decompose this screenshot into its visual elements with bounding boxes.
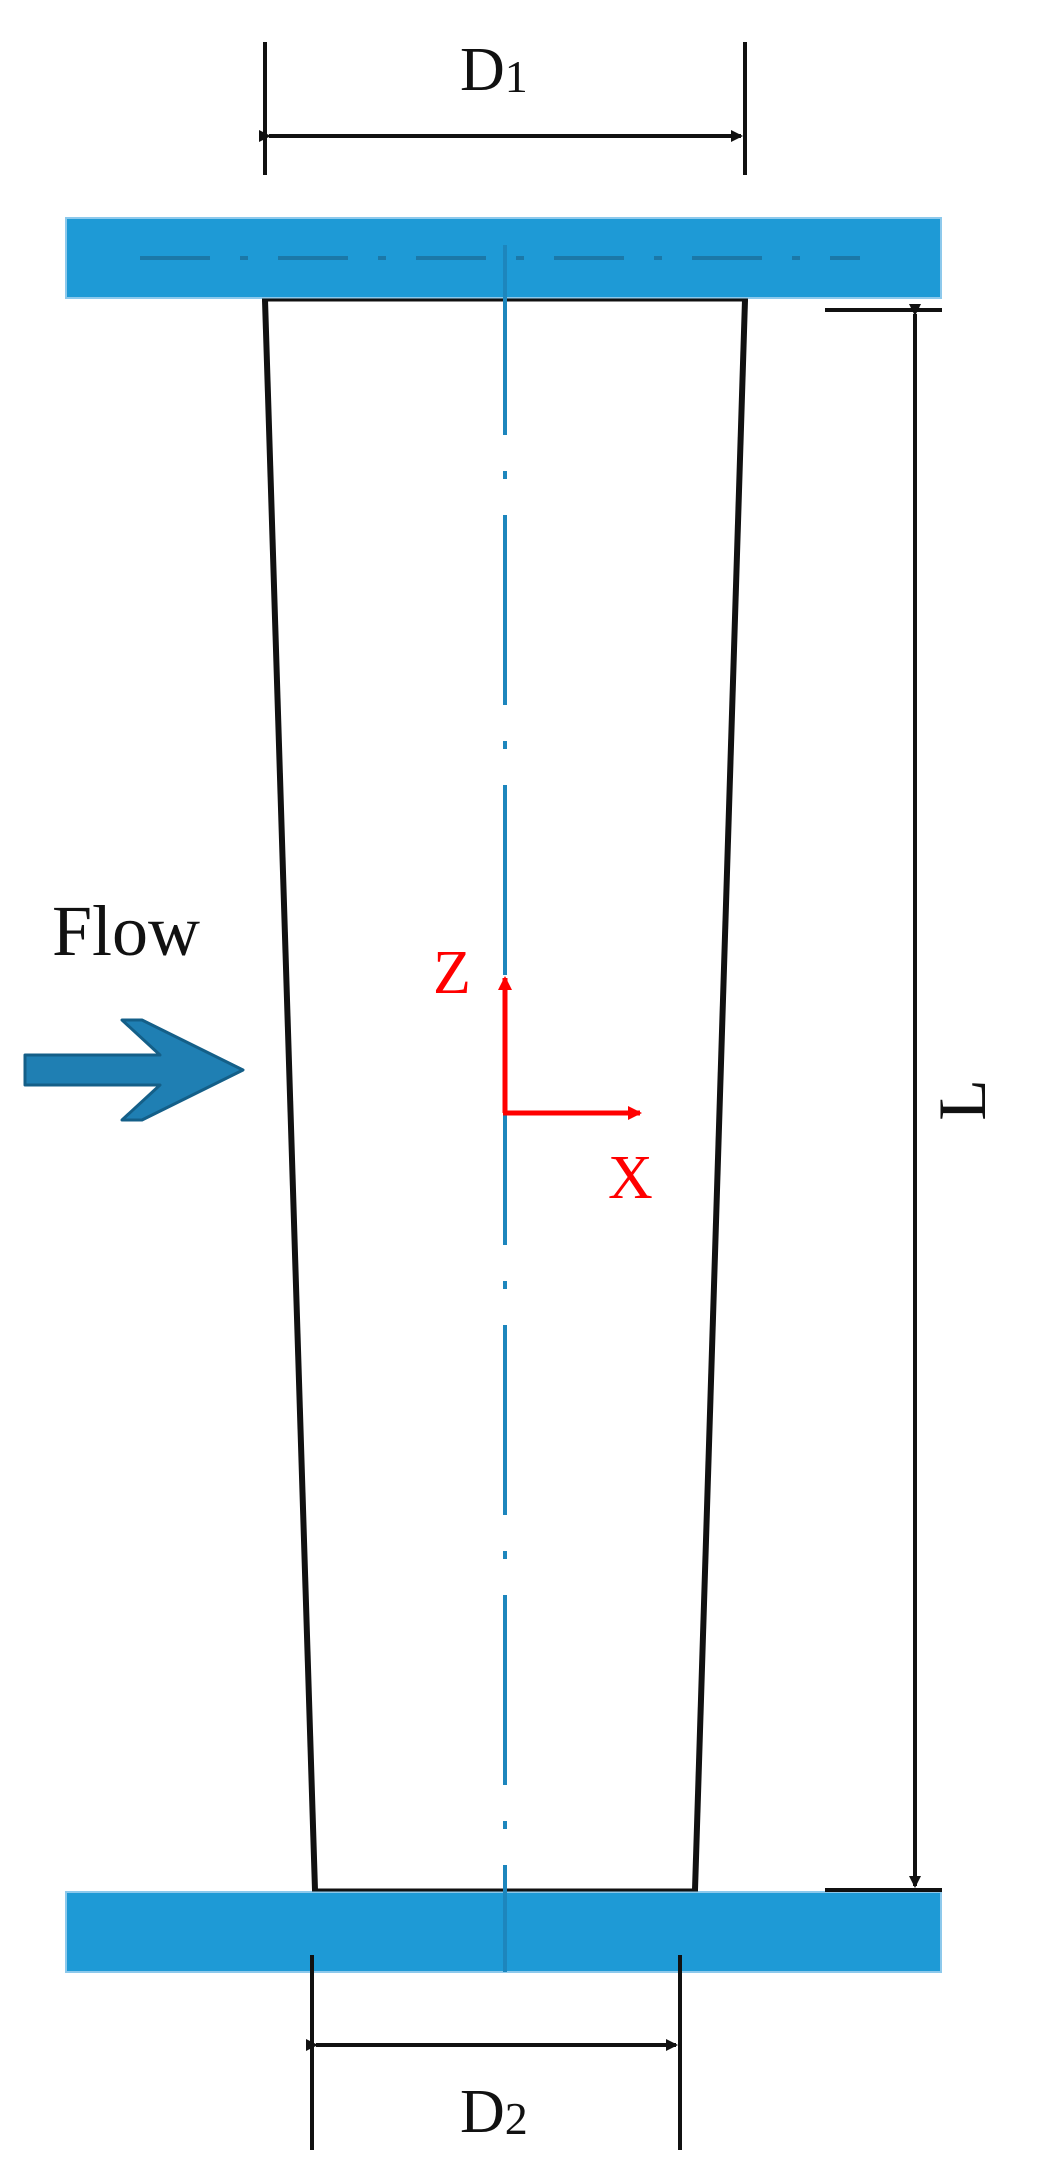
d2-label-main: D bbox=[460, 2078, 505, 2146]
d1-label: D1 bbox=[460, 36, 528, 104]
d2-label-subscript: 2 bbox=[505, 2093, 528, 2144]
xz-axes-icon bbox=[498, 976, 642, 1120]
l-label: L bbox=[924, 1079, 1000, 1121]
d1-label-subscript: 1 bbox=[505, 51, 528, 102]
d1-label-main: D bbox=[460, 36, 505, 104]
cylinder-left-edge bbox=[262, 299, 318, 1891]
d2-label: D2 bbox=[460, 2078, 528, 2146]
x-axis-label: X bbox=[608, 1144, 653, 1212]
cylinder-right-edge bbox=[692, 299, 748, 1891]
flow-label: Flow bbox=[52, 891, 200, 971]
right-arrow-icon bbox=[23, 1018, 245, 1122]
z-axis-label: Z bbox=[433, 939, 471, 1007]
